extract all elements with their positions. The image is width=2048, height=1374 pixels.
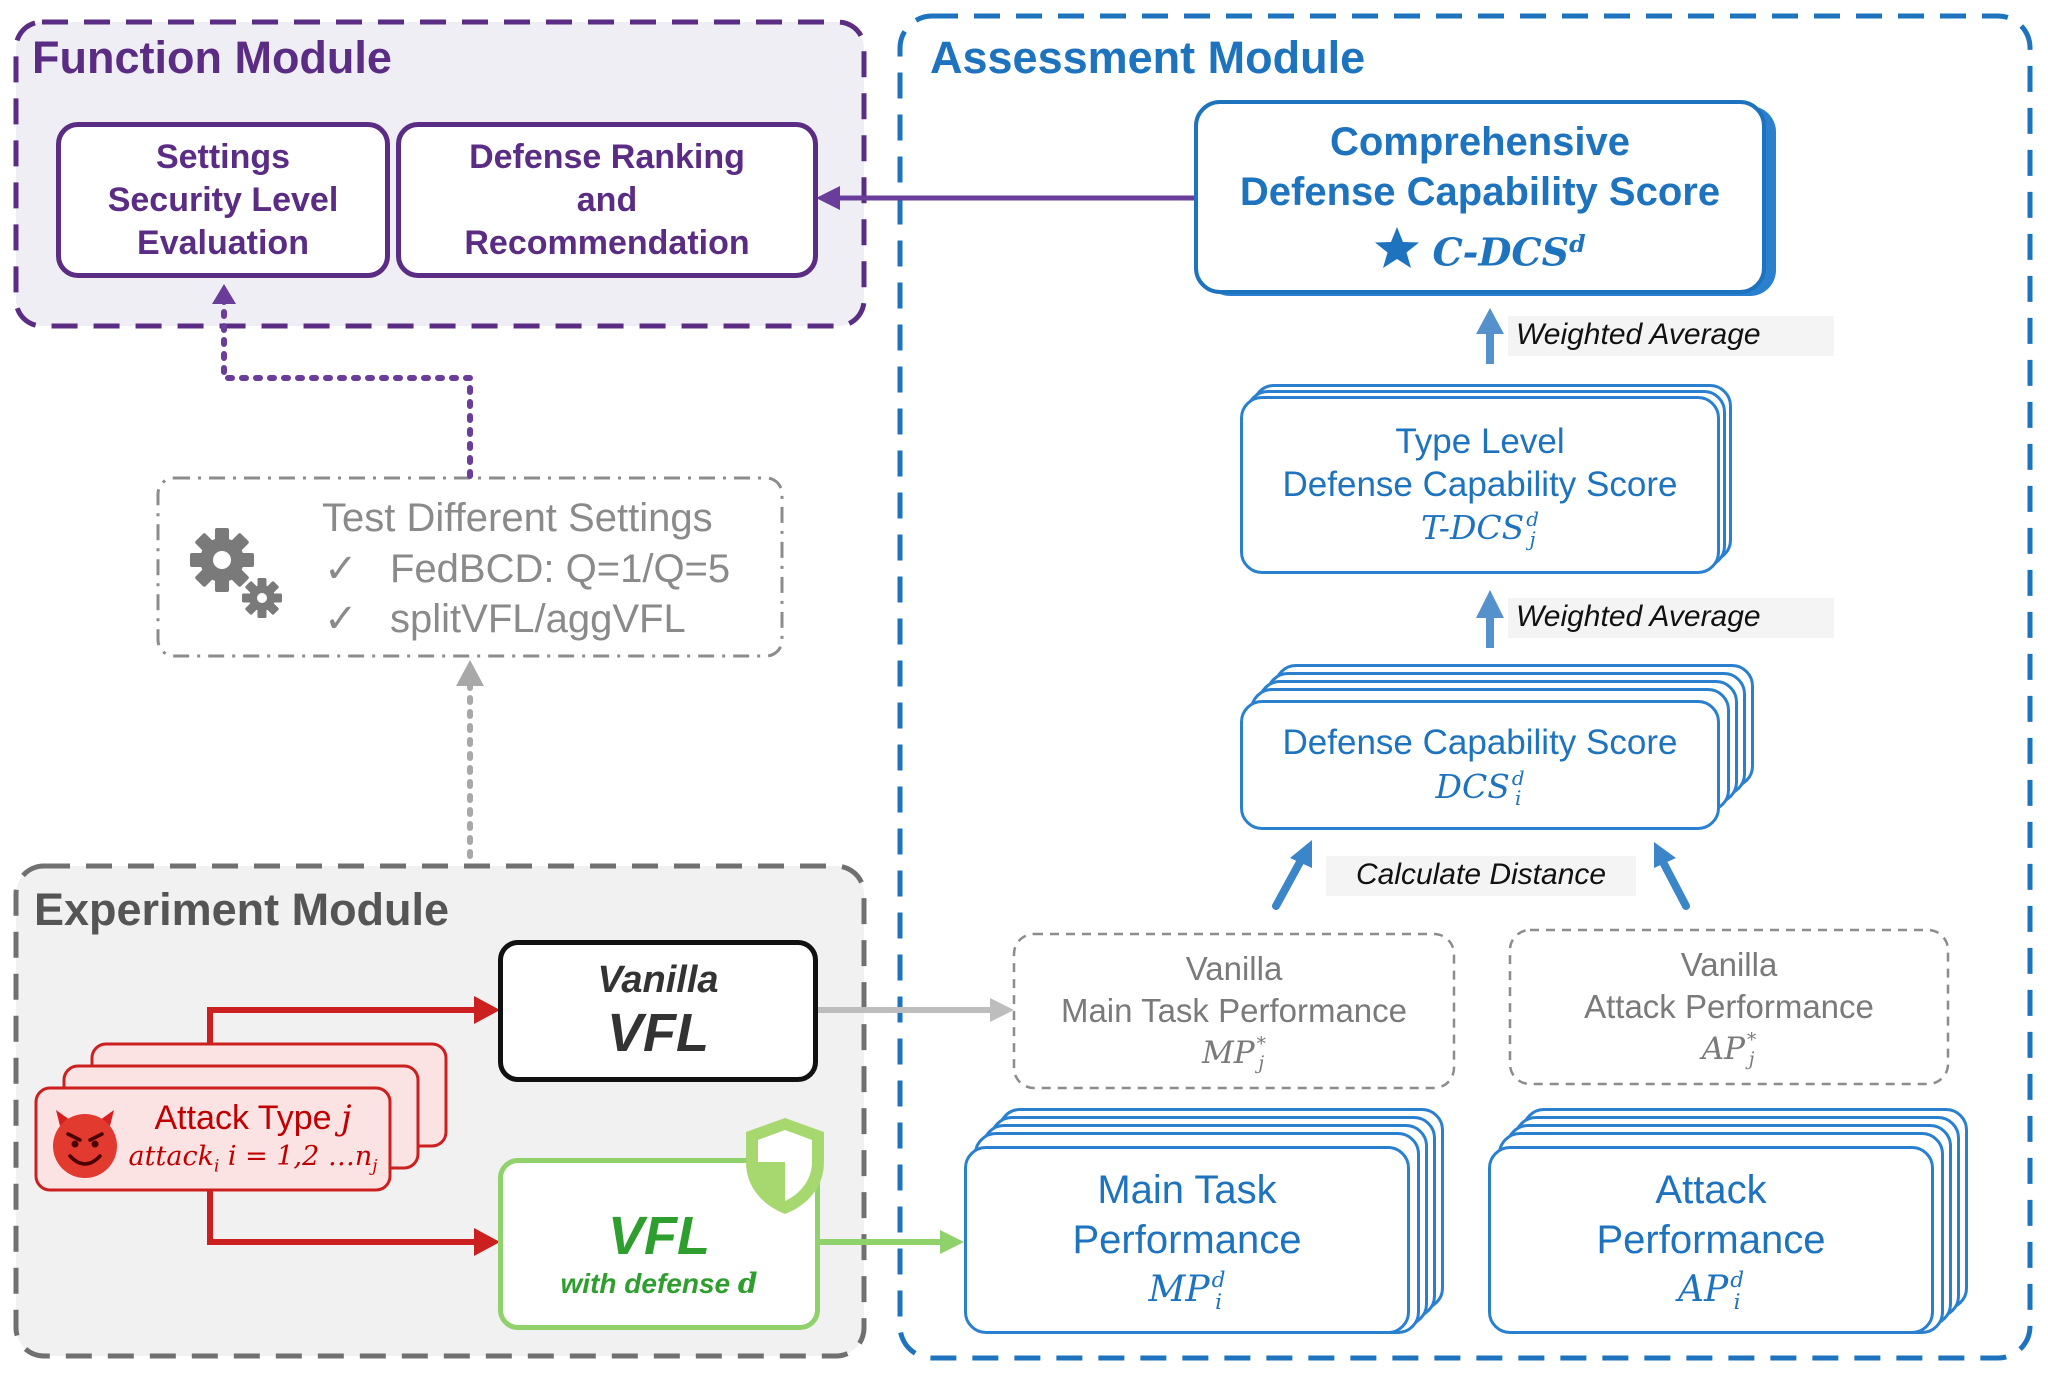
check-icon: ✓ [324, 597, 358, 641]
attack-formula-b: i = 1,2 …n [227, 1141, 373, 1172]
attack-type-var: j [340, 1098, 352, 1138]
gear-icon [190, 528, 282, 618]
dotted-settings-to-function-head [212, 284, 236, 304]
arrow-attack-to-defense [207, 1188, 478, 1245]
attack-formula-a: attack [128, 1141, 214, 1172]
type-level-formula-sup: d [1526, 508, 1539, 532]
arrow-right-to-dcs [1660, 860, 1690, 910]
arrow-type-to-comprehensive-head [1476, 308, 1504, 334]
vanilla-mp-line-1: Vanilla [1185, 950, 1283, 987]
type-level-line-2: Defense Capability Score [1282, 465, 1678, 505]
arrow-dcs-to-type-head [1476, 590, 1504, 618]
attack-type-label: Attack Type [154, 1099, 332, 1137]
weighted-average-mid-label: Weighted Average [1508, 598, 1834, 638]
arrow-left-to-dcs-head [1290, 840, 1312, 868]
vanilla-ap-formula-sub: j [1748, 1048, 1755, 1070]
vanilla-mp-box: Vanilla Main Task Performance MP*j [1014, 934, 1454, 1088]
ranking-box-line-3: Recommendation [464, 223, 750, 262]
vanilla-mp-formula-sub: j [1258, 1052, 1265, 1074]
weighted-average-top-label: Weighted Average [1508, 316, 1834, 356]
attack-perf-formula-sub: i [1733, 1290, 1741, 1315]
attack-perf-line-1: Attack [1655, 1168, 1767, 1212]
calculate-distance-label: Calculate Distance [1326, 856, 1636, 896]
comprehensive-line-1: Comprehensive [1329, 119, 1631, 164]
settings-box-line-3: Evaluation [137, 223, 309, 262]
main-task-line-1: Main Task [1097, 1168, 1277, 1212]
vanilla-ap-frame [1508, 928, 1950, 1086]
comprehensive-formula-sup: d [1569, 229, 1586, 258]
arrow-right-to-dcs-head [1654, 842, 1676, 868]
type-level-dcs-box: Type Level Defense Capability Score T-DC… [1240, 396, 1720, 574]
vanilla-vfl-box: Vanilla VFL [498, 940, 818, 1082]
main-task-formula: MP [1148, 1269, 1210, 1310]
ranking-box-line-1: Defense Ranking [469, 137, 745, 176]
dcs-formula-sub: i [1515, 787, 1522, 810]
star-icon [1375, 227, 1420, 268]
settings-item-2-text: splitVFL/aggVFL [390, 597, 686, 641]
arrow-comprehensive-to-ranking-head [816, 186, 840, 210]
dotted-experiment-to-settings-head [456, 660, 484, 686]
function-module-title: Function Module [32, 32, 392, 83]
dcs-line-1: Defense Capability Score [1282, 723, 1678, 762]
settings-item-2: ✓ splitVFL/aggVFL [324, 596, 686, 642]
type-level-line-1: Type Level [1395, 422, 1565, 462]
attack-perf-line-2: Performance [1596, 1218, 1826, 1262]
vanilla-mp-frame [1012, 932, 1456, 1090]
main-task-formula-sup: d [1211, 1268, 1226, 1294]
defense-ranking-box: Defense Ranking and Recommendation [396, 122, 818, 278]
dcs-formula: DCS [1435, 767, 1510, 806]
defense-vfl-var: d [737, 1267, 758, 1300]
settings-box-line-1: Settings [155, 137, 291, 176]
experiment-module-title: Experiment Module [34, 884, 450, 935]
vanilla-vfl-line-2: VFL [607, 1003, 709, 1063]
assessment-module-title: Assessment Module [930, 32, 1366, 83]
type-level-formula: T-DCS [1421, 508, 1525, 548]
comprehensive-formula: C-DCS [1432, 229, 1570, 275]
attack-formula-a-sub: i [213, 1155, 220, 1176]
settings-item-1-text: FedBCD: Q=1/Q=5 [390, 547, 731, 591]
vanilla-vfl-line-1: Vanilla [597, 959, 719, 1001]
type-level-formula-sub: j [1529, 528, 1536, 552]
defense-vfl-line-1: VFL [608, 1206, 710, 1266]
main-task-line-2: Performance [1072, 1218, 1302, 1262]
arrow-attack-to-defense-head [474, 1228, 500, 1256]
check-icon: ✓ [324, 547, 358, 591]
settings-title: Test Different Settings [322, 496, 713, 540]
vanilla-mp-formula: MP [1202, 1035, 1255, 1071]
settings-box-line-2: Security Level [107, 180, 339, 219]
attack-formula-b-sub: j [372, 1155, 378, 1176]
settings-item-1: ✓ FedBCD: Q=1/Q=5 [324, 546, 730, 592]
vanilla-ap-line-1: Vanilla [1680, 946, 1778, 983]
vanilla-ap-line-2: Attack Performance [1584, 988, 1874, 1025]
vanilla-ap-formula: AP [1701, 1031, 1745, 1067]
vanilla-ap-box: Vanilla Attack Performance AP*j [1510, 930, 1948, 1084]
comprehensive-line-2: Defense Capability Score [1239, 169, 1721, 214]
attack-perf-formula: AP [1677, 1269, 1729, 1310]
attack-perf-formula-sup: d [1730, 1268, 1745, 1294]
ranking-box-line-2: and [576, 180, 638, 219]
vanilla-ap-formula-sup: * [1746, 1029, 1757, 1051]
devil-icon [53, 1110, 117, 1178]
arrow-attack-to-vanilla [207, 1007, 478, 1044]
dotted-settings-to-function [221, 297, 473, 479]
main-task-formula-sub: i [1215, 1290, 1222, 1315]
dcs-formula-sup: d [1511, 767, 1525, 791]
arrow-vanilla-vfl-to-mp-head [990, 998, 1014, 1022]
arrow-attack-to-vanilla-head [474, 996, 500, 1024]
arrow-left-to-dcs [1272, 858, 1304, 910]
vanilla-mp-formula-sup: * [1256, 1033, 1266, 1055]
settings-security-evaluation-box: Settings Security Level Evaluation [56, 122, 390, 278]
shield-icon [746, 1118, 824, 1214]
attack-type-text: Attack Type j attacki i = 1,2 …nj [118, 1096, 388, 1182]
defense-vfl-line-2: with defense [560, 1268, 731, 1299]
vanilla-mp-line-2: Main Task Performance [1060, 992, 1408, 1029]
comprehensive-dcs-box: Comprehensive Defense Capability Score C… [1194, 100, 1766, 294]
attack-card-front [34, 1086, 392, 1192]
arrow-defense-vfl-to-main-task-head [940, 1230, 964, 1254]
